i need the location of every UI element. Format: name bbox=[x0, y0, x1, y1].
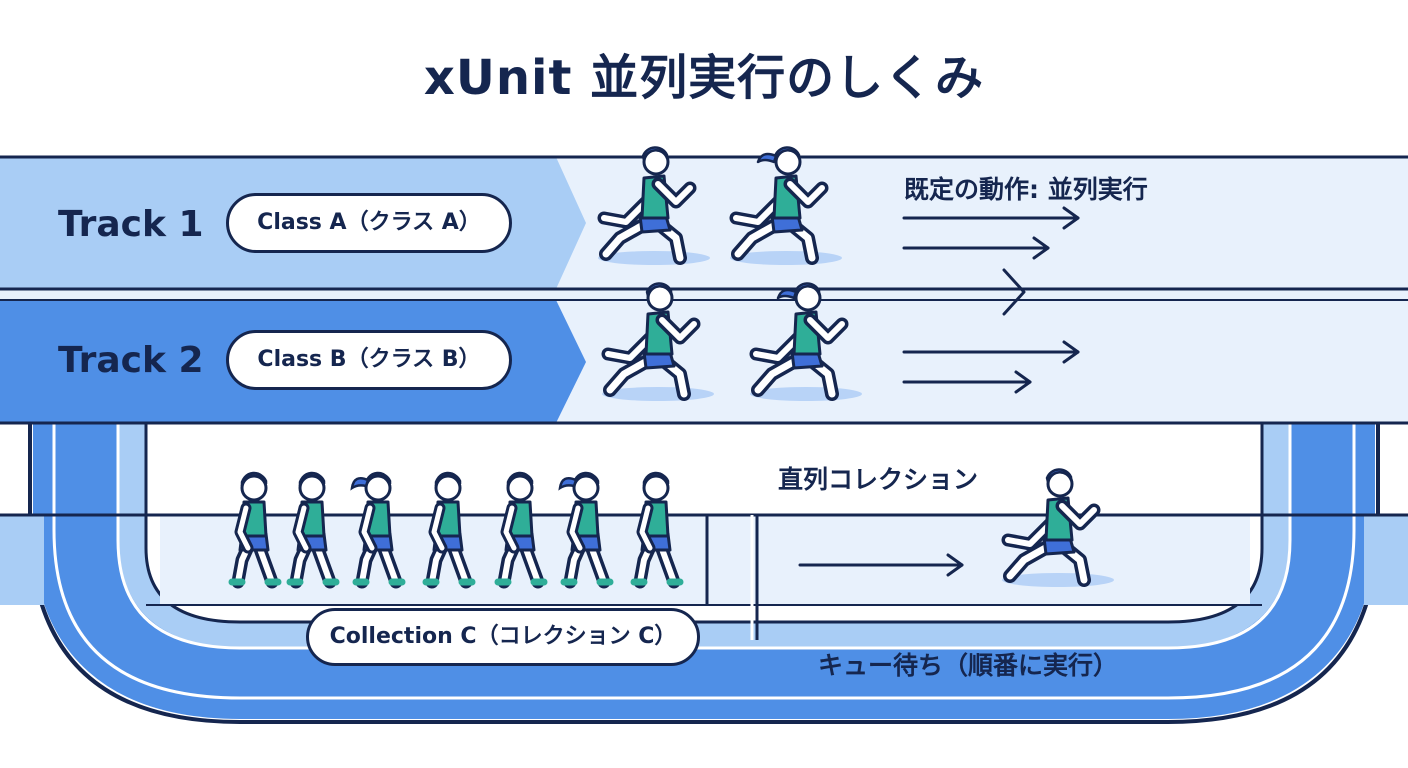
oval-track-inner-band bbox=[119, 424, 1289, 647]
track-2-label: Track 2 bbox=[58, 340, 204, 381]
serial-collection-label: 直列コレクション bbox=[778, 465, 979, 494]
oval-lane-line bbox=[52, 424, 1356, 700]
oval-lane-line bbox=[116, 424, 1292, 650]
oval-track-outer bbox=[28, 424, 1380, 724]
serial-lane-right bbox=[1364, 515, 1408, 605]
arrow-icon bbox=[798, 206, 1080, 577]
class-b-pill: Class B（クラス B） bbox=[226, 330, 512, 390]
track-1-label: Track 1 bbox=[58, 204, 204, 245]
default-behavior-label: 既定の動作: 並列実行 bbox=[904, 175, 1148, 204]
oval-track-inner-edge bbox=[144, 424, 1264, 624]
class-a-pill: Class A（クラス A） bbox=[226, 193, 512, 253]
oval-track-band bbox=[33, 424, 1375, 719]
collection-c-pill: Collection C（コレクション C） bbox=[306, 608, 700, 666]
serial-lane-left bbox=[0, 515, 44, 605]
queue-note-label: キュー待ち（順番に実行） bbox=[818, 651, 1119, 680]
page-title: xUnit 並列実行のしくみ bbox=[423, 50, 985, 106]
